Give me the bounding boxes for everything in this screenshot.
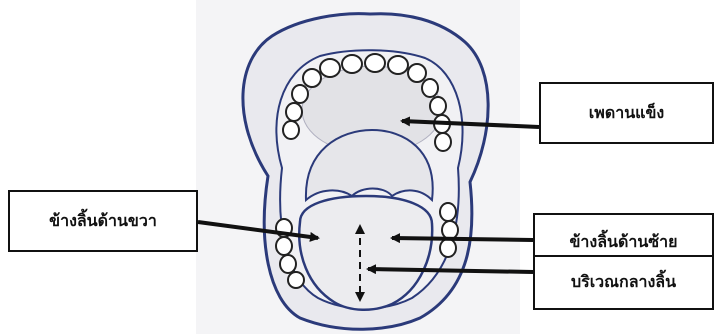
label-tongue-middle-area: บริเวณกลางลิ้น <box>533 255 714 310</box>
label-tongue-right-side: ข้างลิ้นด้านขวา <box>8 190 198 252</box>
arrow-left-side <box>392 238 533 240</box>
label-hard-palate: เพดานแข็ง <box>539 82 714 144</box>
